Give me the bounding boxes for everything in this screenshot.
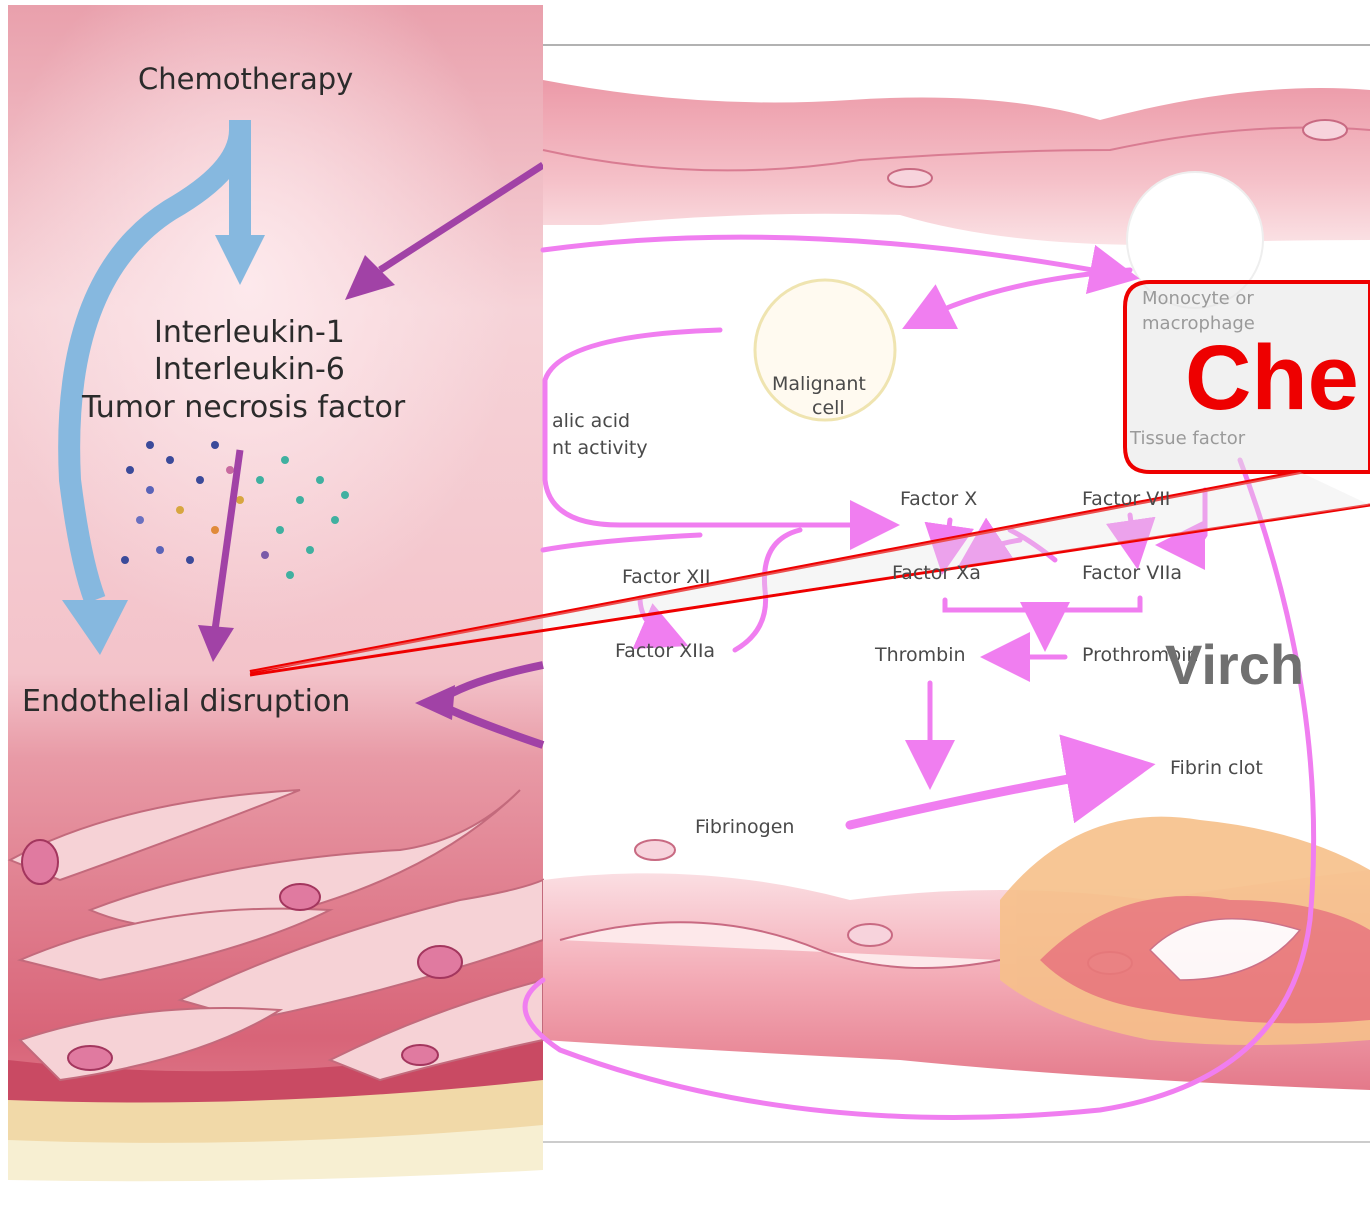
callout-title: Che [1185, 326, 1359, 431]
cytokine-label-1: Interleukin-1 [154, 315, 345, 350]
malignant-cell-label-2: cell [812, 397, 845, 419]
factor-xii-label: Factor XII [622, 566, 710, 588]
factor-x-label: Factor X [900, 488, 977, 510]
endothelial-disruption-label: Endothelial disruption [22, 684, 350, 719]
thrombin-label: Thrombin [875, 644, 966, 666]
cytokine-label-2: Interleukin-6 [154, 352, 345, 387]
monocyte-label: Monocyte or [1142, 288, 1254, 309]
procoagulant-activity-label: nt activity [552, 437, 648, 459]
tissue-factor-label: Tissue factor [1130, 428, 1245, 449]
sialic-acid-label: alic acid [552, 410, 630, 432]
fibrinogen-label: Fibrinogen [695, 816, 794, 838]
factor-vii-label: Factor VII [1082, 488, 1170, 510]
chemotherapy-label: Chemotherapy [138, 62, 353, 96]
cytokine-label-3: Tumor necrosis factor [82, 390, 405, 425]
factor-xiia-label: Factor XIIa [615, 640, 715, 662]
virchow-label: Virch [1165, 632, 1304, 697]
fibrin-clot-label: Fibrin clot [1170, 757, 1263, 779]
malignant-cell-label: Malignant [772, 373, 866, 395]
factor-xa-label: Factor Xa [892, 562, 981, 584]
left-panel [8, 5, 543, 1220]
factor-viia-label: Factor VIIa [1082, 562, 1182, 584]
